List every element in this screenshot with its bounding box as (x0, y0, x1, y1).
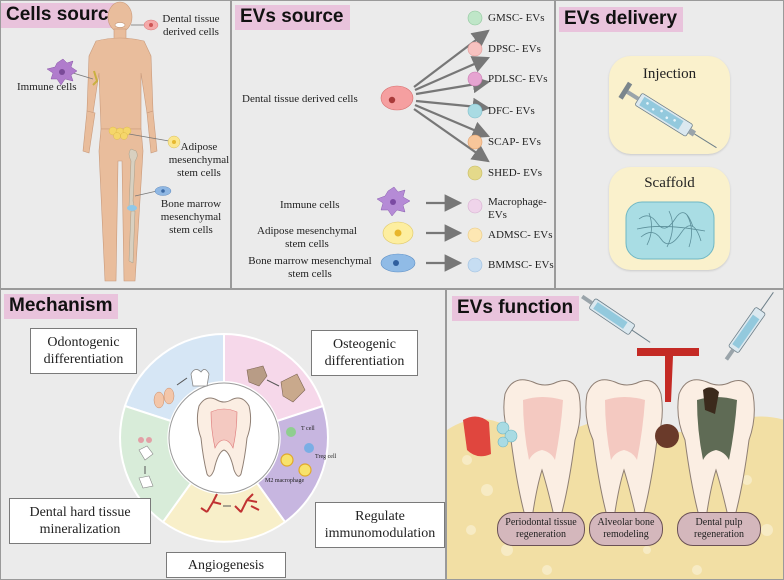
mechanism-title: Mechanism (4, 294, 119, 319)
bone-marrow-label: Bone marrow mesenchymal stem cells (160, 198, 222, 236)
osteogenic-box: Osteogenic differentiation (311, 330, 418, 376)
dental-pulp-capsule: Dental pulp regeneration (677, 512, 761, 546)
cells-source-panel: Cells source (0, 0, 231, 289)
ev-shed-label: SHED- EVs (488, 167, 543, 179)
periodontal-regeneration-capsule: Periodontal tissue regeneration (497, 512, 585, 546)
dfc-ev-icon (467, 103, 483, 119)
ev-gmsc-label: GMSC- EVs (488, 12, 545, 24)
gmsc-ev-icon (467, 10, 483, 26)
dpsc-ev-icon (467, 41, 483, 57)
macrophage-ev-icon (467, 198, 483, 214)
treg-cell-label: Treg cell (315, 454, 337, 460)
dental-tissue-cell-icon (380, 85, 414, 111)
evs-function-title: EVs function (452, 296, 580, 321)
ev-pdlsc-label: PDLSC- EVs (488, 73, 548, 85)
injection-label: Injection (642, 66, 697, 82)
immunomodulation-box: Regulate immunomodulation (315, 502, 445, 548)
evs-source-panel: EVs source (231, 0, 555, 289)
ev-scap-label: SCAP- EVs (488, 136, 541, 148)
dental-tissue-label: Dental tissue derived cells (162, 13, 220, 38)
scaffold-card: Scaffold (609, 167, 730, 270)
scap-ev-icon (467, 134, 483, 150)
evs-source-diagram (376, 10, 491, 273)
injection-card: Injection (609, 56, 730, 154)
cells-source-title: Cells source (1, 3, 125, 28)
ev-dfc-label: DFC- EVs (488, 105, 535, 117)
evs-delivery-panel: EVs delivery Injection Scaffold (555, 0, 784, 289)
m2-macrophage-label: M2 macrophage (265, 478, 305, 484)
mechanism-ring (119, 332, 329, 543)
evs-source-title: EVs source (235, 5, 350, 30)
syringe-icon (618, 81, 717, 149)
odontogenic-box: Odontogenic differentiation (30, 328, 137, 374)
adipose-source-label: Adipose mesenchymal stem cells (257, 225, 357, 250)
immune-cells-label: Immune cells (17, 81, 77, 93)
bone-source-label: Bone marrow mesenchymal stem cells (248, 255, 372, 280)
angiogenesis-box: Angiogenesis (166, 552, 286, 578)
adipose-label: Adipose mesenchymal stem cells (168, 141, 230, 179)
bmmsc-ev-icon (467, 257, 483, 273)
ev-dpsc-label: DPSC- EVs (488, 43, 541, 55)
immune-source-label: Immune cells (280, 199, 340, 211)
human-body-figure (46, 1, 181, 282)
alveolar-bone-capsule: Alveolar bone remodeling (589, 512, 663, 546)
mechanism-panel: Mechanism (0, 289, 446, 580)
ev-admsc-label: ADMSC- EVs (488, 229, 553, 241)
pdlsc-ev-icon (467, 71, 483, 87)
dental-source-label: Dental tissue derived cells (242, 93, 358, 105)
t-cell-label: T cell (301, 426, 315, 432)
scaffold-icon (625, 201, 715, 260)
evs-function-panel: EVs function (446, 289, 784, 580)
central-tooth-icon (196, 397, 252, 477)
ev-macrophage-label: Macrophage- EVs (488, 196, 547, 221)
evs-delivery-title: EVs delivery (559, 7, 684, 32)
admsc-ev-icon (467, 227, 483, 243)
scaffold-label: Scaffold (644, 175, 695, 191)
shed-ev-icon (467, 165, 483, 181)
ev-bmmsc-label: BMMSC- EVs (488, 259, 554, 271)
hard-tissue-box: Dental hard tissue mineralization (9, 498, 151, 544)
